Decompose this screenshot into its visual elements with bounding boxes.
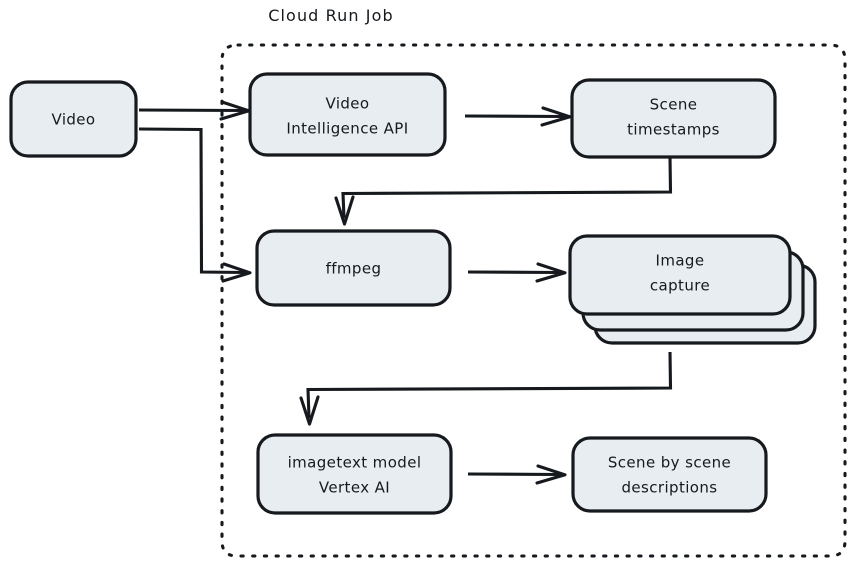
- edge-ffmpeg-to-image-capture: [467, 262, 567, 283]
- node-scene-timestamps[interactable]: Scene timestamps: [570, 78, 777, 159]
- node-image-capture-label-line2: capture: [650, 277, 710, 295]
- node-video-label: Video: [51, 111, 95, 129]
- node-scene-timestamps-label-line2: timestamps: [627, 121, 720, 139]
- node-ffmpeg-label: ffmpeg: [326, 260, 382, 278]
- node-image-capture-shape[interactable]: [568, 234, 792, 316]
- node-video-intelligence-api-shape[interactable]: [248, 72, 447, 157]
- node-image-capture[interactable]: Image capture: [568, 234, 817, 345]
- edge-image-capture-to-imagetext-model: [299, 351, 673, 426]
- node-imagetext-model[interactable]: imagetext model Vertex AI: [256, 433, 453, 515]
- node-imagetext-model-label-line1: imagetext model: [288, 454, 422, 472]
- node-video[interactable]: Video: [9, 80, 138, 158]
- cloud-run-job-group: Cloud Run Job: [220, 6, 847, 558]
- node-scene-timestamps-label-line1: Scene: [650, 96, 698, 114]
- node-imagetext-model-label-line2: Vertex AI: [319, 479, 390, 497]
- node-scene-timestamps-shape[interactable]: [570, 78, 777, 159]
- node-scene-descriptions[interactable]: Scene by scene descriptions: [571, 436, 768, 513]
- node-ffmpeg-shape[interactable]: [255, 229, 452, 307]
- cloud-run-job-label: Cloud Run Job: [268, 6, 394, 25]
- edge-video-to-ffmpeg: [138, 127, 252, 283]
- edges-layer: [138, 100, 673, 485]
- edge-scene-timestamps-to-ffmpeg: [334, 156, 673, 226]
- node-imagetext-model-shape[interactable]: [256, 433, 453, 515]
- node-video-intelligence-api-label-line1: Video: [325, 95, 369, 113]
- edge-video-to-video-intelligence-api: [138, 100, 251, 121]
- edge-imagetext-model-to-scene-descriptions: [467, 464, 567, 485]
- node-ffmpeg[interactable]: ffmpeg: [255, 229, 452, 307]
- node-video-intelligence-api-label-line2: Intelligence API: [286, 120, 408, 138]
- node-scene-descriptions-label-line2: descriptions: [621, 479, 717, 497]
- node-video-shape[interactable]: [9, 80, 138, 158]
- node-image-capture-label-line1: Image: [656, 252, 705, 270]
- node-video-intelligence-api[interactable]: Video Intelligence API: [248, 72, 447, 157]
- node-scene-descriptions-label-line1: Scene by scene: [608, 454, 731, 472]
- cloud-run-job-border: [220, 43, 847, 558]
- edge-video-intelligence-api-to-scene-timestamps: [464, 106, 572, 127]
- node-scene-descriptions-shape[interactable]: [571, 436, 768, 513]
